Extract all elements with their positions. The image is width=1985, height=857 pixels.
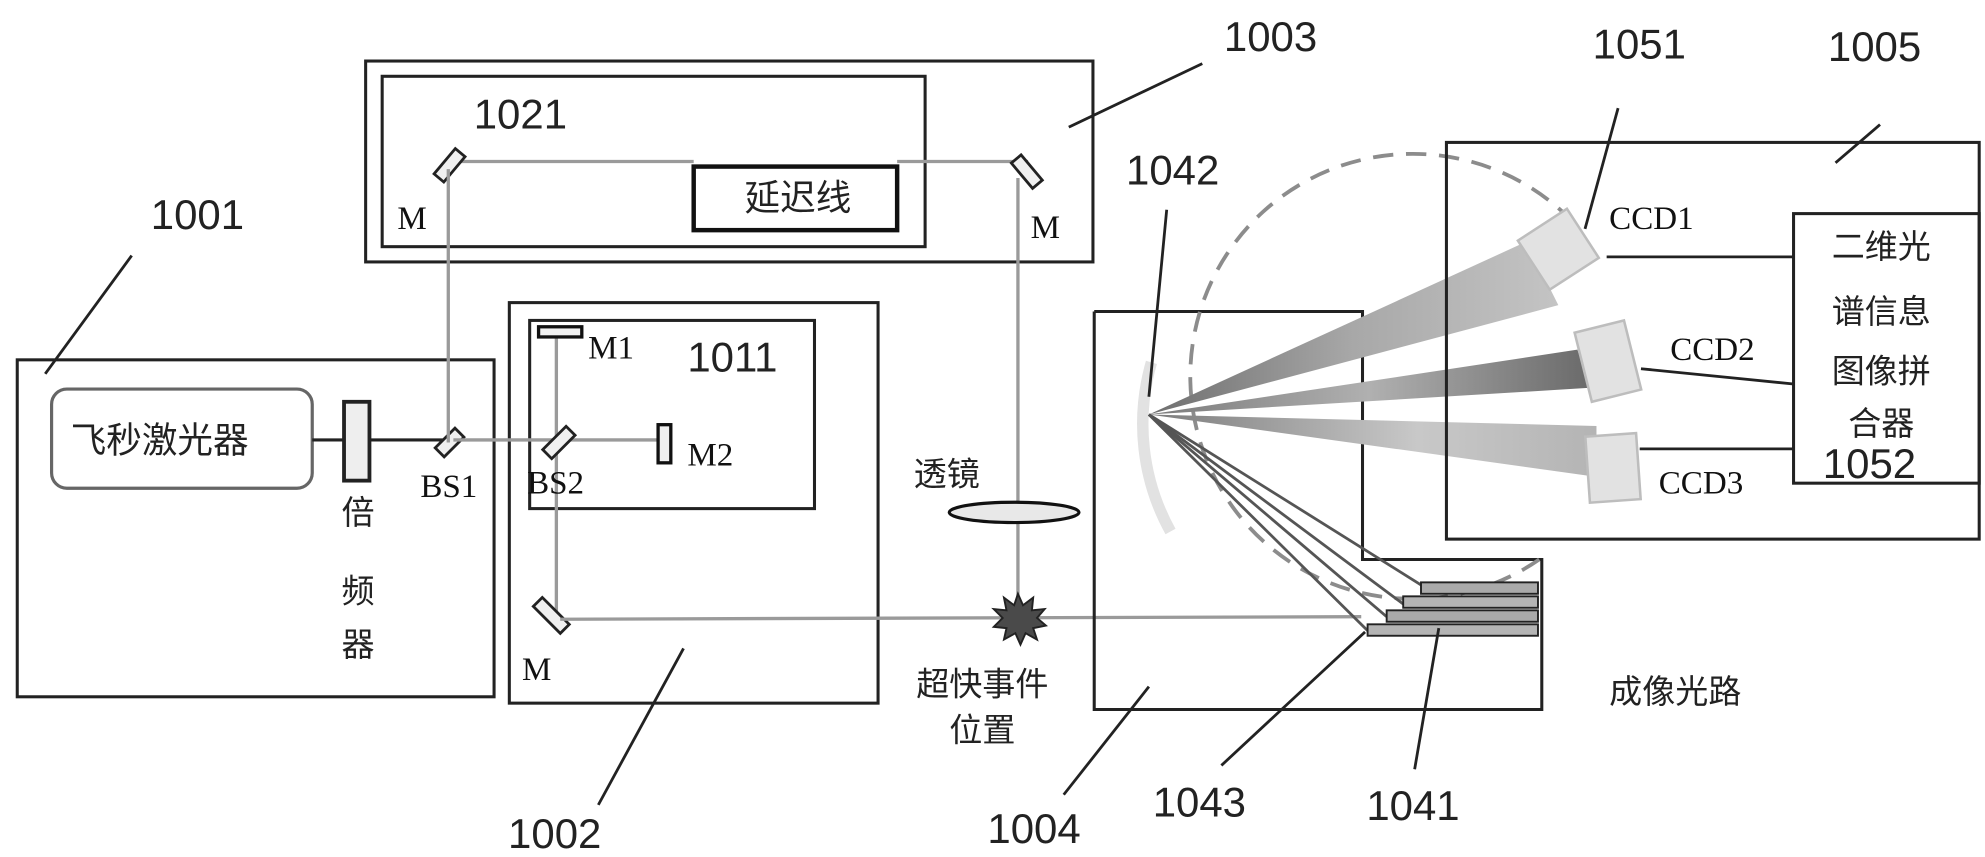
label-1002: 1002 [508, 810, 601, 857]
lens [947, 500, 1081, 525]
leader-1001 [44, 254, 133, 375]
label-1004: 1004 [987, 805, 1080, 852]
ccd3-label: CCD3 [1659, 465, 1743, 501]
mirror-m-probe-label: M [522, 652, 551, 688]
module-1002-box [507, 301, 880, 705]
mirror-m2-label: M2 [687, 437, 733, 473]
label-1041: 1041 [1366, 782, 1459, 829]
laser-label: 飞秒激光器 [71, 421, 249, 462]
grazing-beam-2 [1148, 413, 1405, 606]
lens-label: 透镜 [914, 455, 980, 494]
mirror-m1 [536, 325, 584, 339]
spectral-image-combiner-box [1792, 212, 1981, 485]
beam-probe [560, 615, 1362, 621]
ccd1-label: CCD1 [1609, 201, 1693, 237]
mirror-m2 [656, 423, 673, 465]
leader-1042 [1147, 209, 1169, 397]
imaging-path-label: 成像光路 [1609, 672, 1741, 711]
label-1005: 1005 [1828, 23, 1921, 70]
ultrafast-event-star [991, 591, 1049, 648]
ccd2-detector [1573, 318, 1643, 404]
ccd2-label: CCD2 [1670, 332, 1754, 368]
mirror-m-delay-left [432, 146, 468, 185]
combiner-label-3: 图像拼 [1832, 352, 1931, 391]
grating-1042-arc [1137, 360, 1176, 535]
label-1021: 1021 [474, 90, 567, 137]
grazing-beam-4 [1147, 413, 1369, 632]
grazing-beam-3 [1147, 413, 1388, 618]
spectral-fan-2 [1148, 349, 1591, 415]
ccd2-cable [1640, 367, 1794, 386]
combiner-label-2: 谱信息 [1832, 292, 1931, 331]
leader-1051 [1583, 107, 1620, 230]
leader-1043 [1220, 630, 1367, 767]
module-1011-box [528, 318, 817, 511]
ccd3-detector [1583, 431, 1643, 505]
module-1003-box [364, 59, 1095, 264]
doubler-label-2: 频 [341, 572, 374, 611]
spectral-fan-1 [1148, 241, 1559, 415]
doubler-label-3: 器 [341, 625, 374, 664]
beam-splitter-bs2 [540, 424, 578, 461]
doubler-label-1: 倍 [341, 493, 374, 532]
label-1001: 1001 [151, 191, 244, 238]
label-1043: 1043 [1153, 778, 1246, 825]
leader-1002 [597, 647, 685, 806]
combiner-label-1: 二维光 [1832, 227, 1931, 266]
delay-line-box [691, 164, 900, 233]
stacked-plates-1041 [1366, 581, 1539, 637]
label-1051: 1051 [1593, 20, 1686, 67]
delay-line-label: 延迟线 [745, 178, 852, 219]
label-1042: 1042 [1126, 146, 1219, 193]
mirror-m-delay-right-label: M [1031, 210, 1060, 246]
module-1001-box [15, 358, 496, 699]
event-label-line1: 超快事件 [916, 665, 1048, 704]
mirror-m1-label: M1 [588, 331, 634, 367]
spectral-fan-3 [1148, 414, 1597, 477]
mirror-m-delay-left-label: M [397, 201, 426, 237]
frequency-doubler [342, 399, 372, 483]
ccd1-detector [1516, 207, 1601, 292]
grazing-beam-1 [1148, 413, 1422, 587]
leader-1005 [1834, 123, 1881, 164]
bs1-label: BS1 [420, 469, 477, 505]
bs2-label: BS2 [527, 465, 584, 501]
dashed-rowland-circle [1188, 151, 1569, 601]
leader-1004 [1062, 685, 1150, 796]
mirror-m-probe [531, 595, 572, 636]
mirror-m-delay-right [1009, 152, 1045, 191]
label-1003: 1003 [1224, 13, 1317, 60]
label-1011: 1011 [687, 333, 777, 380]
label-1052: 1052 [1823, 440, 1916, 487]
module-1004-box [1092, 309, 1544, 712]
combiner-label-4: 合器 [1848, 404, 1914, 443]
leader-1041 [1413, 627, 1441, 770]
event-label-line2: 位置 [949, 710, 1015, 749]
leader-1003 [1068, 62, 1203, 129]
